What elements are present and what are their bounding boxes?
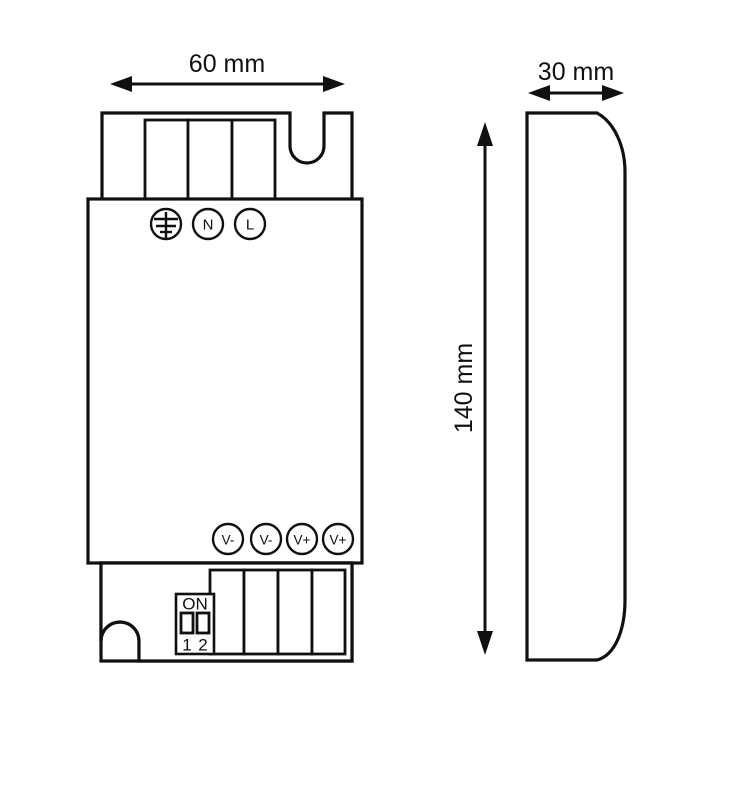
output-slot-2 [242,568,280,656]
terminal-v-pos-1-circle [285,522,319,556]
depth-arrow-left-icon [528,85,550,101]
output-slot-3 [276,568,314,656]
terminal-v-neg-1: V- [211,522,245,556]
depth-dimension-label: 30 mm [538,58,614,86]
dip-switch-toggle-2[interactable] [195,611,211,635]
width-arrow-left-icon [110,76,132,92]
width-dimension: 60 mm [110,50,345,92]
terminal-v-pos-2-label: V+ [330,533,347,548]
input-slot-1 [143,118,190,202]
dip-switch-on-label: ON [182,595,208,614]
dip-switch[interactable]: ON 1 2 [174,592,216,656]
height-dimension: 140 mm [450,122,493,655]
terminal-live: L [233,207,267,241]
input-slot-3 [230,118,277,202]
terminal-v-neg-1-label: V- [222,533,235,548]
terminal-neutral-label: N [203,217,214,234]
side-view: 30 mm 140 mm [450,58,627,662]
terminal-v-pos-2-circle [321,522,355,556]
dip-switch-number-2: 2 [198,636,207,655]
output-terminal-group: V- V- V+ V+ [211,522,355,556]
dip-switch-toggle-1[interactable] [179,611,195,635]
output-slot-4 [310,568,347,656]
height-arrow-down-icon [477,631,493,655]
terminal-neutral: N [191,207,225,241]
terminal-live-label: L [246,217,254,234]
terminal-v-neg-2: V- [249,522,283,556]
terminal-v-pos-1-label: V+ [294,533,311,548]
height-dimension-label: 140 mm [450,343,478,433]
dip-switch-number-1: 1 [182,636,191,655]
main-body-outline [86,197,364,565]
input-terminal-group: N L [149,207,267,241]
terminal-v-pos-2: V+ [321,522,355,556]
terminal-earth [149,207,183,241]
input-slot-2 [186,118,234,202]
front-view: 60 mm N [86,50,364,663]
terminal-live-circle [233,207,267,241]
width-arrow-right-icon [323,76,345,92]
terminal-neutral-circle [191,207,225,241]
height-arrow-up-icon [477,122,493,146]
side-profile-outline [525,111,627,662]
terminal-v-neg-2-circle [249,522,283,556]
terminal-v-pos-1: V+ [285,522,319,556]
terminal-v-neg-2-label: V- [260,533,273,548]
depth-arrow-right-icon [602,85,624,101]
width-dimension-label: 60 mm [189,50,265,78]
depth-dimension: 30 mm [528,58,624,101]
terminal-v-neg-1-circle [211,522,245,556]
